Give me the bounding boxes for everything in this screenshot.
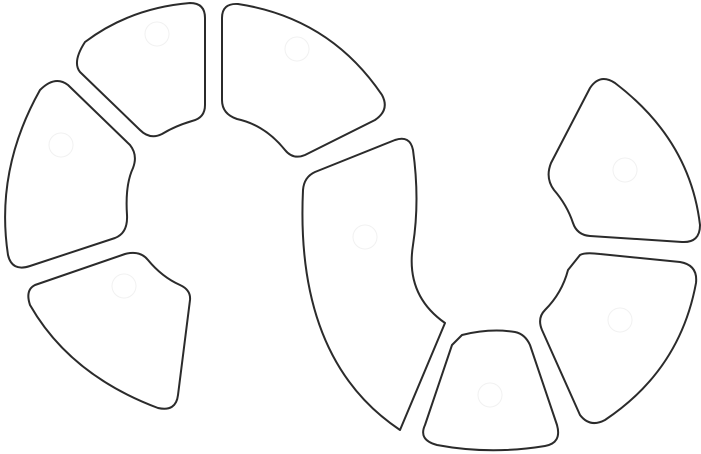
segment-marker [144, 21, 170, 47]
right-ring-segment-bottom [422, 329, 560, 452]
segment-marker [352, 224, 378, 250]
right-ring [301, 78, 701, 452]
segment-marker [612, 157, 638, 183]
left-ring-segment-top-left [75, 2, 206, 138]
left-ring-segment-top-right [221, 2, 386, 158]
left-ring [4, 2, 386, 410]
right-ring-segment-lower-right [539, 252, 698, 425]
right-ring-segment-left [301, 137, 446, 431]
segment-marker [48, 132, 74, 158]
segment-marker [284, 36, 310, 62]
left-ring-segment-bottom [27, 251, 192, 410]
segment-marker [477, 382, 503, 408]
right-ring-segment-upper-right [547, 78, 701, 244]
left-ring-segment-left [4, 80, 136, 269]
segment-marker [111, 273, 137, 299]
segment-marker [607, 307, 633, 333]
